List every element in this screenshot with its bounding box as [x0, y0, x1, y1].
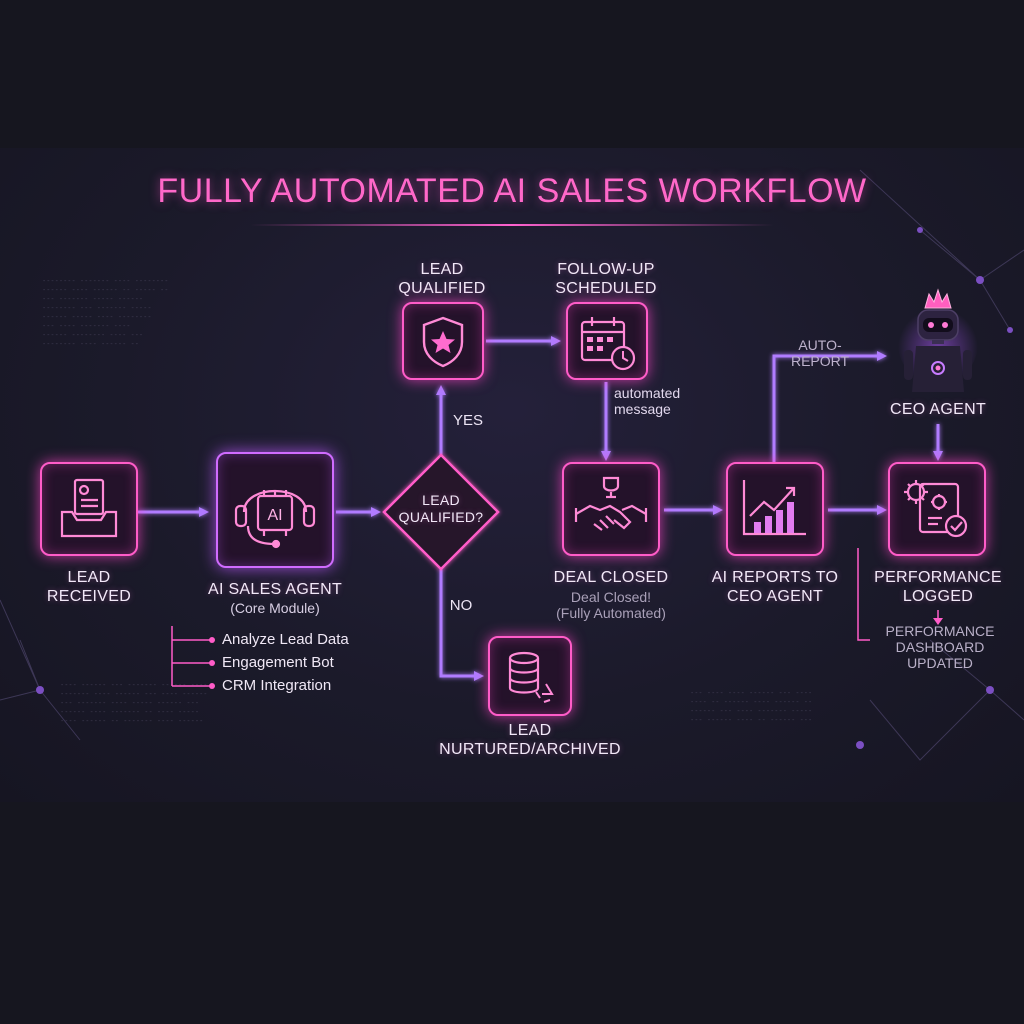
label-dashboard-updated: PERFORMANCE DASHBOARD UPDATED: [885, 623, 995, 671]
background-code-bottom: ---- ------ --- ------- ------ ---- ----…: [60, 681, 208, 725]
node-deal-closed[interactable]: [562, 462, 660, 556]
node-follow-up-scheduled[interactable]: [566, 302, 648, 380]
label-ai-reports: AI REPORTS TO CEO AGENT: [711, 569, 839, 605]
node-lead-received[interactable]: [40, 462, 138, 556]
feature-crm-integration: CRM Integration: [222, 677, 332, 694]
calendar-clock-icon: [580, 317, 636, 371]
database-recycle-icon: [508, 651, 554, 703]
node-lead-qualified[interactable]: [402, 302, 484, 380]
label-lead-received: LEAD RECEIVED: [46, 569, 132, 605]
title-underline: [250, 224, 774, 226]
label-follow-up: FOLLOW-UP SCHEDULED: [555, 261, 657, 297]
node-ai-reports[interactable]: [726, 462, 824, 556]
label-performance-logged: PERFORMANCE LOGGED: [874, 569, 1002, 605]
arrow-auto-report: [772, 351, 887, 462]
gear-document-check-icon: [904, 480, 968, 538]
edge-label-automated-message: automated message: [614, 385, 681, 417]
feature-bullet-dot: [209, 660, 215, 666]
label-ceo-agent: CEO AGENT: [889, 401, 987, 418]
ai-headset-chip-icon: AI: [234, 490, 316, 549]
edge-label-yes: YES: [452, 412, 483, 429]
network-node: [976, 276, 984, 284]
dashboard-branch-line: [857, 548, 870, 641]
network-node: [856, 741, 864, 749]
network-node: [36, 686, 44, 694]
network-node: [917, 227, 923, 233]
label-lead-nurtured: LEAD NURTURED/ARCHIVED: [439, 722, 621, 758]
network-node: [986, 686, 994, 694]
sublabel-core-module: (Core Module): [230, 600, 320, 616]
shield-star-icon: [422, 316, 464, 368]
feature-bullet-dot: [209, 637, 215, 643]
feature-engagement-bot: Engagement Bot: [222, 654, 334, 671]
decision-diamond: [382, 453, 500, 571]
node-lead-nurtured[interactable]: [488, 636, 572, 716]
feature-branch-lines: [171, 626, 210, 687]
node-ai-sales-agent[interactable]: AI: [216, 452, 334, 568]
node-performance-logged[interactable]: [888, 462, 986, 556]
note-deal-closed: Deal Closed! (Fully Automated): [556, 589, 666, 621]
label-deal-closed: DEAL CLOSED: [553, 569, 669, 586]
label-ai-sales-agent: AI SALES AGENT: [207, 581, 343, 598]
edge-label-no: NO: [449, 597, 473, 614]
background-code-left: -------- ------- ---- -------- ------ --…: [42, 277, 169, 348]
label-decision: LEAD QUALIFIED?: [398, 492, 484, 525]
robot-crown-icon: [898, 288, 978, 392]
inbox-document-icon: [60, 478, 118, 538]
arrow-decision-no: [439, 568, 484, 681]
feature-analyze-lead-data: Analyze Lead Data: [222, 631, 349, 648]
dashboard-arrowhead: [933, 618, 943, 625]
ai-chip-text: AI: [267, 507, 282, 524]
bar-chart-trend-icon: [742, 480, 806, 536]
label-lead-qualified: LEAD QUALIFIED: [398, 261, 486, 297]
network-node: [1007, 327, 1013, 333]
background-code-right: --- ---- ---- ------ --- ---- ---- -- --…: [690, 689, 813, 724]
feature-bullet-dot: [209, 683, 215, 689]
edge-label-auto-report: AUTO-REPORT: [790, 337, 850, 369]
handshake-trophy-icon: [574, 476, 648, 531]
page-title: FULLY AUTOMATED AI SALES WORKFLOW: [157, 172, 867, 210]
